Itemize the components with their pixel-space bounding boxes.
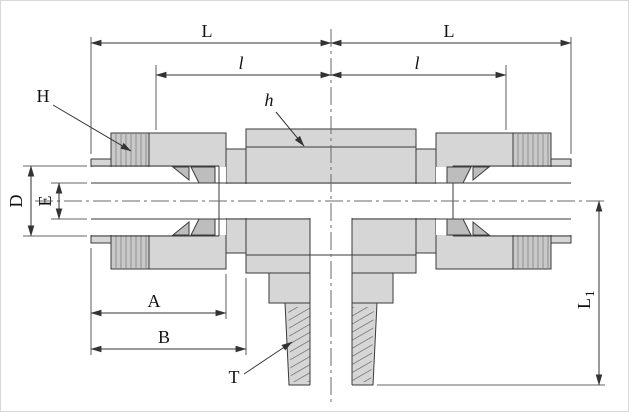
callout-h: h (265, 90, 305, 147)
dim-l-right: l (330, 53, 507, 79)
dim-A: A (90, 291, 227, 317)
right-front-ferrule-top (446, 166, 472, 184)
male-thread-hatching (288, 307, 374, 382)
thread-hatch-left (288, 307, 310, 382)
ferrules (171, 166, 491, 236)
dim-D: D (6, 165, 35, 237)
left-back-ferrule-top (171, 166, 190, 182)
dim-label-l-left: l (238, 53, 243, 73)
dim-label-B: B (158, 327, 170, 347)
dim-label-L1-main: L (574, 298, 594, 309)
dim-L-left: L (90, 21, 332, 47)
callout-label-T: T (229, 367, 240, 387)
thread-hatch-right (352, 307, 374, 382)
dim-L1: L 1 (574, 200, 603, 386)
right-front-ferrule-bottom (446, 218, 472, 236)
callout-label-h: h (265, 90, 274, 110)
right-back-ferrule-bottom (472, 220, 491, 236)
callout-T: T (229, 341, 293, 387)
dim-label-A: A (148, 291, 161, 311)
dim-label-L-left: L (202, 21, 213, 41)
dim-l-left: l (155, 53, 332, 79)
dim-label-L1: L 1 (574, 291, 597, 310)
dim-label-L-right: L (444, 21, 455, 41)
left-front-ferrule-bottom (190, 218, 216, 236)
callout-label-H: H (37, 86, 50, 106)
dim-E: E (35, 182, 63, 220)
dim-label-E: E (35, 196, 55, 207)
dim-label-D: D (6, 195, 26, 208)
left-back-ferrule-bottom (171, 220, 190, 236)
left-front-ferrule-top (190, 166, 216, 184)
right-back-ferrule-top (472, 166, 491, 182)
dim-L-right: L (330, 21, 572, 47)
centerlines (35, 29, 607, 403)
dim-label-L1-sub: 1 (582, 291, 597, 298)
section-detail-lines (91, 146, 571, 386)
callout-H: H (37, 86, 132, 152)
dim-B: B (90, 327, 247, 353)
dimensions: L L l l D E A (6, 21, 605, 387)
dim-label-l-right: l (414, 53, 419, 73)
